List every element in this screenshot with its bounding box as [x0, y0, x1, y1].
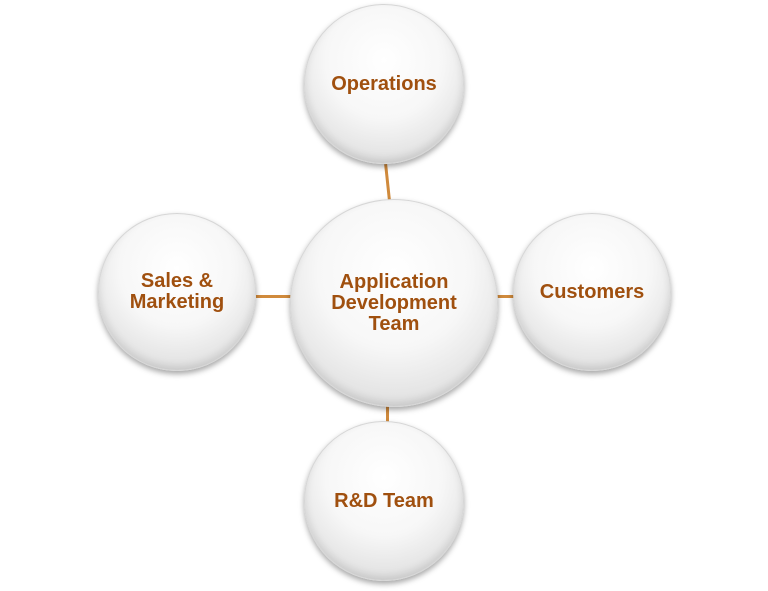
- node-rd-team-label: R&D Team: [334, 489, 434, 512]
- node-rd-team: R&D Team: [304, 421, 464, 581]
- node-application-development-team: Application Development Team: [290, 199, 498, 407]
- node-center-label: Application Development Team: [331, 270, 457, 335]
- connector-bottom: [386, 406, 389, 422]
- node-sales-marketing: Sales & Marketing: [98, 213, 256, 371]
- connector-left: [256, 295, 291, 298]
- connector-top: [384, 163, 391, 201]
- connector-right: [497, 295, 514, 298]
- node-operations: Operations: [304, 4, 464, 164]
- node-customers: Customers: [513, 213, 671, 371]
- node-operations-label: Operations: [331, 72, 437, 95]
- node-customers-label: Customers: [539, 280, 645, 303]
- node-sales-marketing-label: Sales & Marketing: [129, 270, 225, 313]
